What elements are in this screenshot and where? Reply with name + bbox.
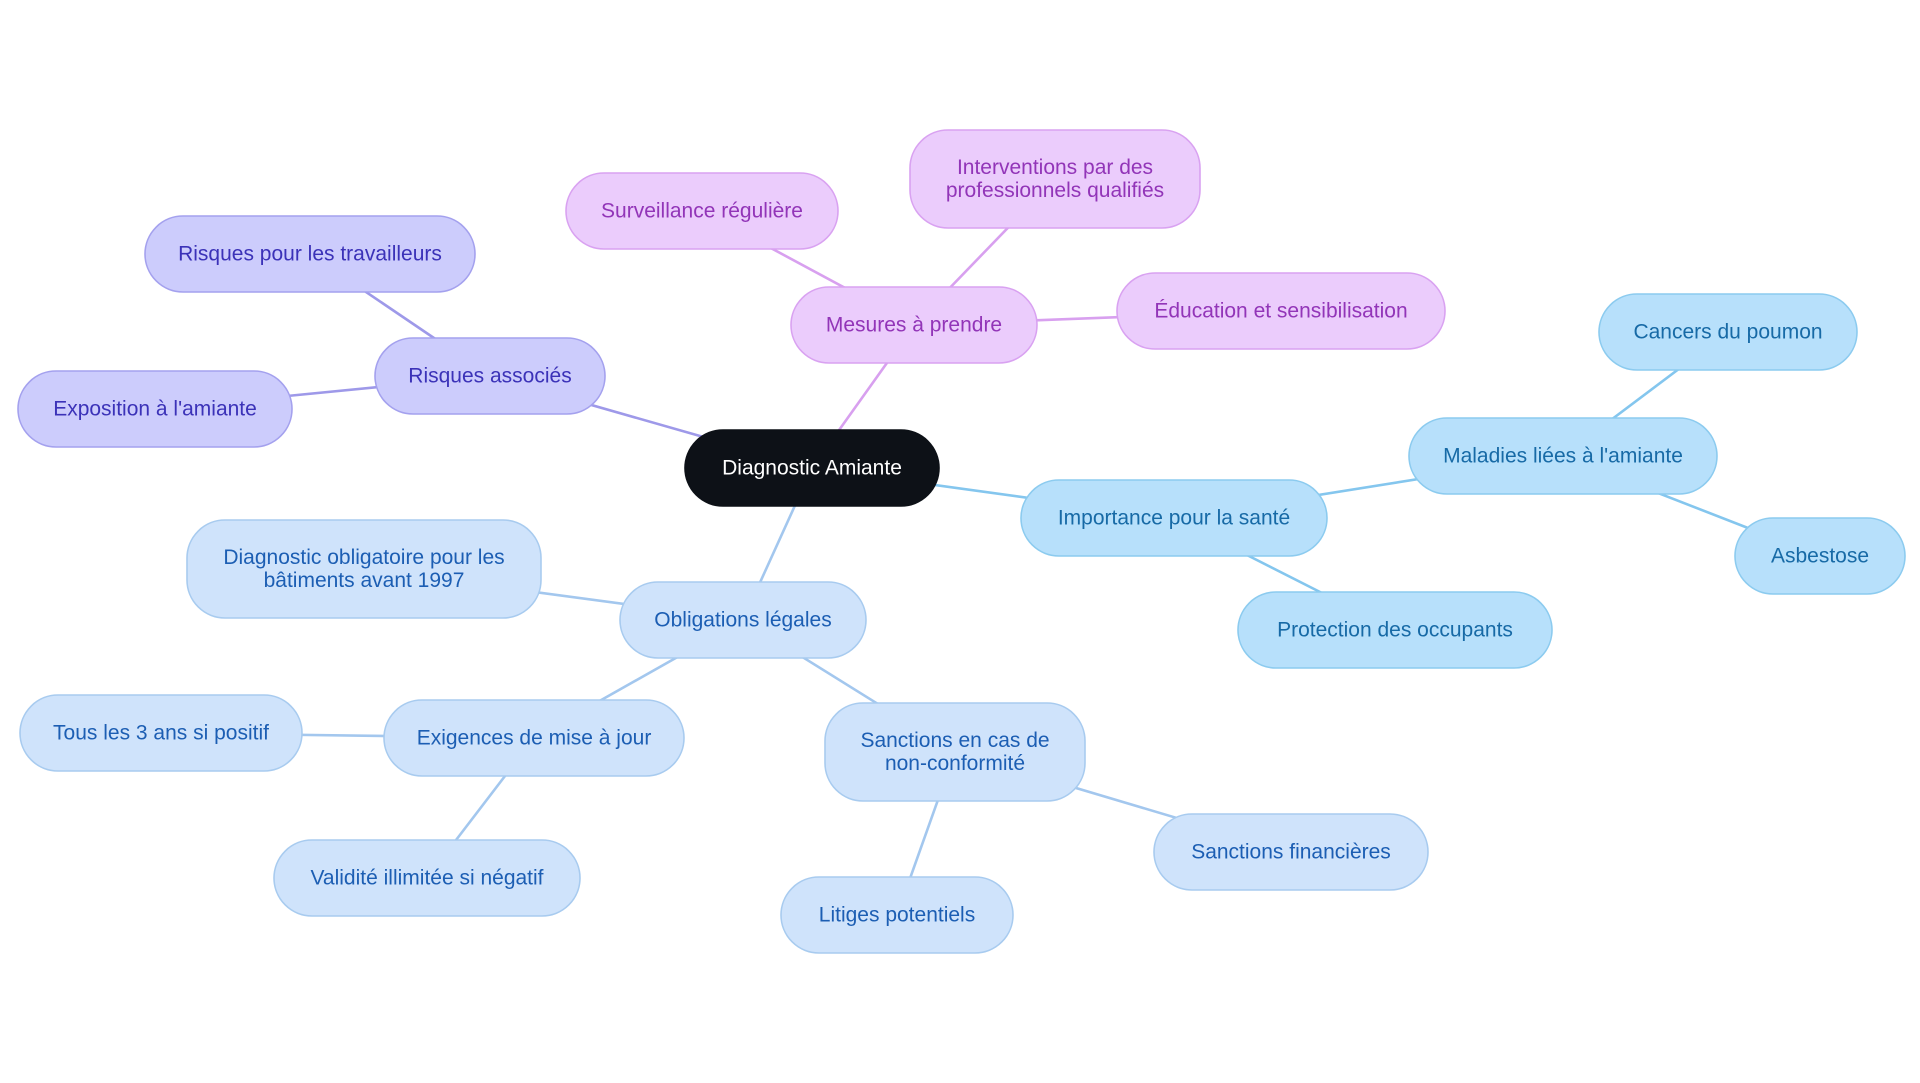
- node-label-asbestose: Asbestose: [1771, 545, 1869, 568]
- node-protection[interactable]: Protection des occupants: [1237, 591, 1553, 669]
- node-label-obligations: Obligations légales: [654, 609, 831, 632]
- node-box-litiges: [780, 876, 1014, 954]
- node-label-root: Diagnostic Amiante: [722, 457, 902, 480]
- node-label-sante: Importance pour la santé: [1058, 507, 1290, 530]
- node-label-risques: Risques associés: [408, 365, 571, 388]
- node-box-risques-travailleurs: [144, 215, 476, 293]
- node-box-risques: [374, 337, 606, 415]
- node-box-mesures: [790, 286, 1038, 364]
- node-box-sanctions: [824, 702, 1086, 802]
- node-box-tous-3-ans: [19, 694, 303, 772]
- node-exposition[interactable]: Exposition à l'amiante: [17, 370, 293, 448]
- node-label-cancers: Cancers du poumon: [1633, 321, 1822, 344]
- node-label-risques-travailleurs: Risques pour les travailleurs: [178, 243, 442, 266]
- node-box-root: [684, 429, 940, 507]
- node-label-interventions-line-1: Interventions par des: [957, 156, 1153, 179]
- node-cancers[interactable]: Cancers du poumon: [1598, 293, 1858, 371]
- node-box-cancers: [1598, 293, 1858, 371]
- node-box-obligations: [619, 581, 867, 659]
- node-label-litiges: Litiges potentiels: [819, 904, 975, 927]
- node-box-sante: [1020, 479, 1328, 557]
- node-box-education: [1116, 272, 1446, 350]
- node-label-validite: Validité illimitée si négatif: [310, 867, 543, 890]
- node-box-sanctions-fin: [1153, 813, 1429, 891]
- node-obligations[interactable]: Obligations légales: [619, 581, 867, 659]
- node-asbestose[interactable]: Asbestose: [1734, 517, 1906, 595]
- node-mesures[interactable]: Mesures à prendre: [790, 286, 1038, 364]
- node-sanctions-fin[interactable]: Sanctions financières: [1153, 813, 1429, 891]
- node-label-education: Éducation et sensibilisation: [1154, 300, 1407, 323]
- node-label-sanctions-line-1: Sanctions en cas de: [860, 729, 1049, 752]
- node-litiges[interactable]: Litiges potentiels: [780, 876, 1014, 954]
- node-label-maladies: Maladies liées à l'amiante: [1443, 445, 1683, 468]
- node-tous-3-ans[interactable]: Tous les 3 ans si positif: [19, 694, 303, 772]
- node-risques[interactable]: Risques associés: [374, 337, 606, 415]
- node-label-exposition: Exposition à l'amiante: [53, 398, 257, 421]
- node-box-asbestose: [1734, 517, 1906, 595]
- node-surveillance[interactable]: Surveillance régulière: [565, 172, 839, 250]
- node-sante[interactable]: Importance pour la santé: [1020, 479, 1328, 557]
- node-diag-obligatoire[interactable]: Diagnostic obligatoire pour lesbâtiments…: [186, 519, 542, 619]
- node-maladies[interactable]: Maladies liées à l'amiante: [1408, 417, 1718, 495]
- node-box-surveillance: [565, 172, 839, 250]
- node-label-mesures: Mesures à prendre: [826, 314, 1002, 337]
- node-box-interventions: [909, 129, 1201, 229]
- node-label-exigences: Exigences de mise à jour: [417, 727, 652, 750]
- node-root[interactable]: Diagnostic Amiante: [684, 429, 940, 507]
- node-exigences[interactable]: Exigences de mise à jour: [383, 699, 685, 777]
- node-label-diag-obligatoire-line-1: Diagnostic obligatoire pour les: [223, 546, 504, 569]
- node-validite[interactable]: Validité illimitée si négatif: [273, 839, 581, 917]
- node-box-protection: [1237, 591, 1553, 669]
- node-risques-travailleurs[interactable]: Risques pour les travailleurs: [144, 215, 476, 293]
- node-box-exigences: [383, 699, 685, 777]
- node-label-interventions-line-2: professionnels qualifiés: [946, 179, 1164, 202]
- node-education[interactable]: Éducation et sensibilisation: [1116, 272, 1446, 350]
- node-label-surveillance: Surveillance régulière: [601, 200, 803, 223]
- node-label-tous-3-ans: Tous les 3 ans si positif: [53, 722, 269, 745]
- node-box-validite: [273, 839, 581, 917]
- node-box-diag-obligatoire: [186, 519, 542, 619]
- mindmap-nodes: Diagnostic Amiante Risques associés Risque…: [17, 129, 1906, 954]
- node-box-exposition: [17, 370, 293, 448]
- node-label-sanctions-line-2: non-conformité: [885, 752, 1025, 775]
- node-label-diag-obligatoire-line-2: bâtiments avant 1997: [264, 569, 465, 592]
- node-label-protection: Protection des occupants: [1277, 619, 1513, 642]
- node-box-maladies: [1408, 417, 1718, 495]
- node-label-sanctions-fin: Sanctions financières: [1191, 841, 1391, 864]
